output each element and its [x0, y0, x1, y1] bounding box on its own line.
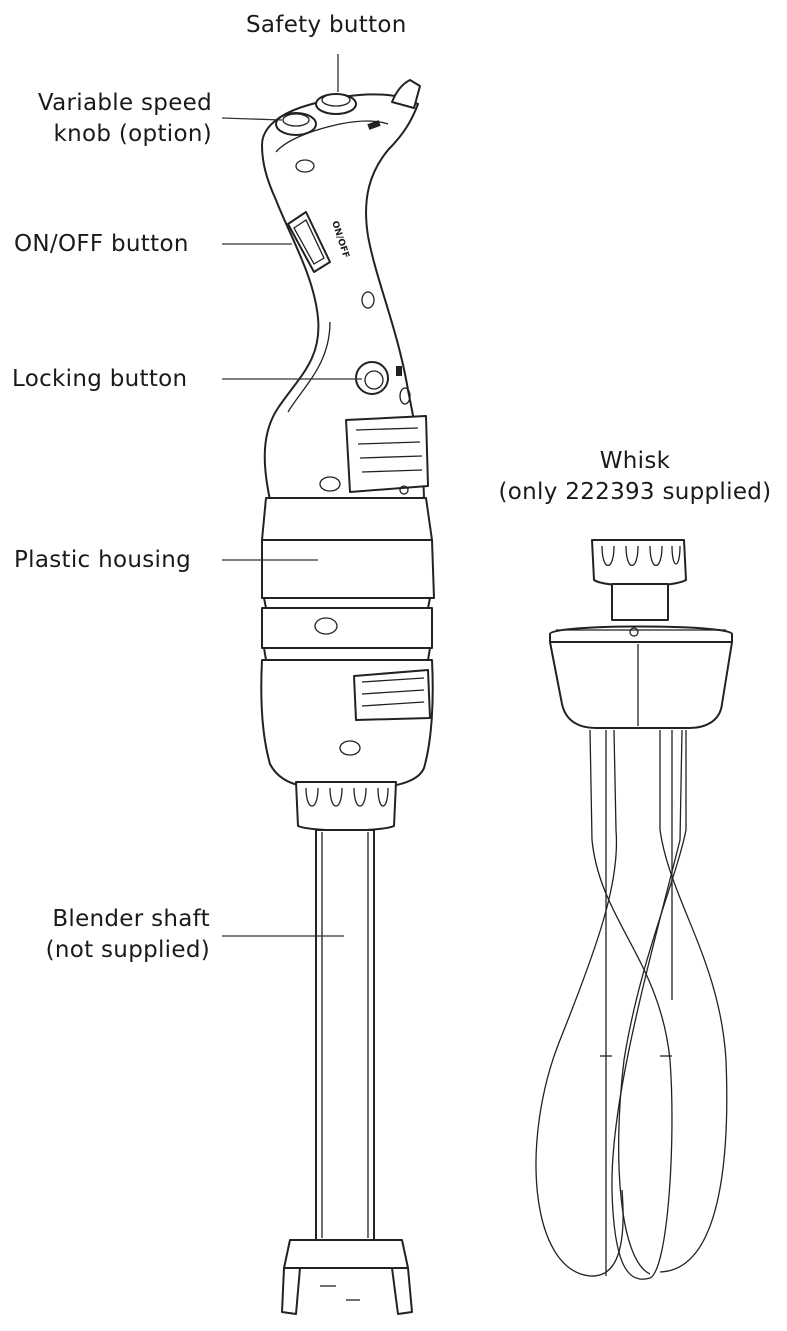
label-whisk: Whisk (only 222393 supplied) — [498, 448, 772, 505]
plastic-housing — [260, 497, 435, 787]
blender-unit: ON/OFF — [260, 79, 435, 1315]
coupling-nut — [295, 781, 397, 832]
whisk-loops — [589, 729, 683, 1280]
variable-speed-knob — [275, 112, 317, 136]
safety-button — [315, 93, 357, 115]
label-safety-button: Safety button — [246, 12, 407, 38]
lower-vent — [353, 669, 431, 721]
leader-lines — [221, 54, 362, 937]
label-blender-shaft: Blender shaft (not supplied) — [45, 906, 210, 963]
upper-vent — [345, 415, 429, 495]
leader-variable-speed — [221, 117, 283, 121]
blender-shaft — [281, 829, 413, 1315]
label-on-off-button: ON/OFF button — [14, 231, 189, 257]
locking-button — [355, 361, 402, 395]
whisk-unit — [535, 539, 733, 1280]
label-plastic-housing: Plastic housing — [14, 547, 191, 573]
label-variable-speed-knob: Variable speed knob (option) — [37, 90, 212, 147]
label-locking-button: Locking button — [12, 366, 188, 392]
